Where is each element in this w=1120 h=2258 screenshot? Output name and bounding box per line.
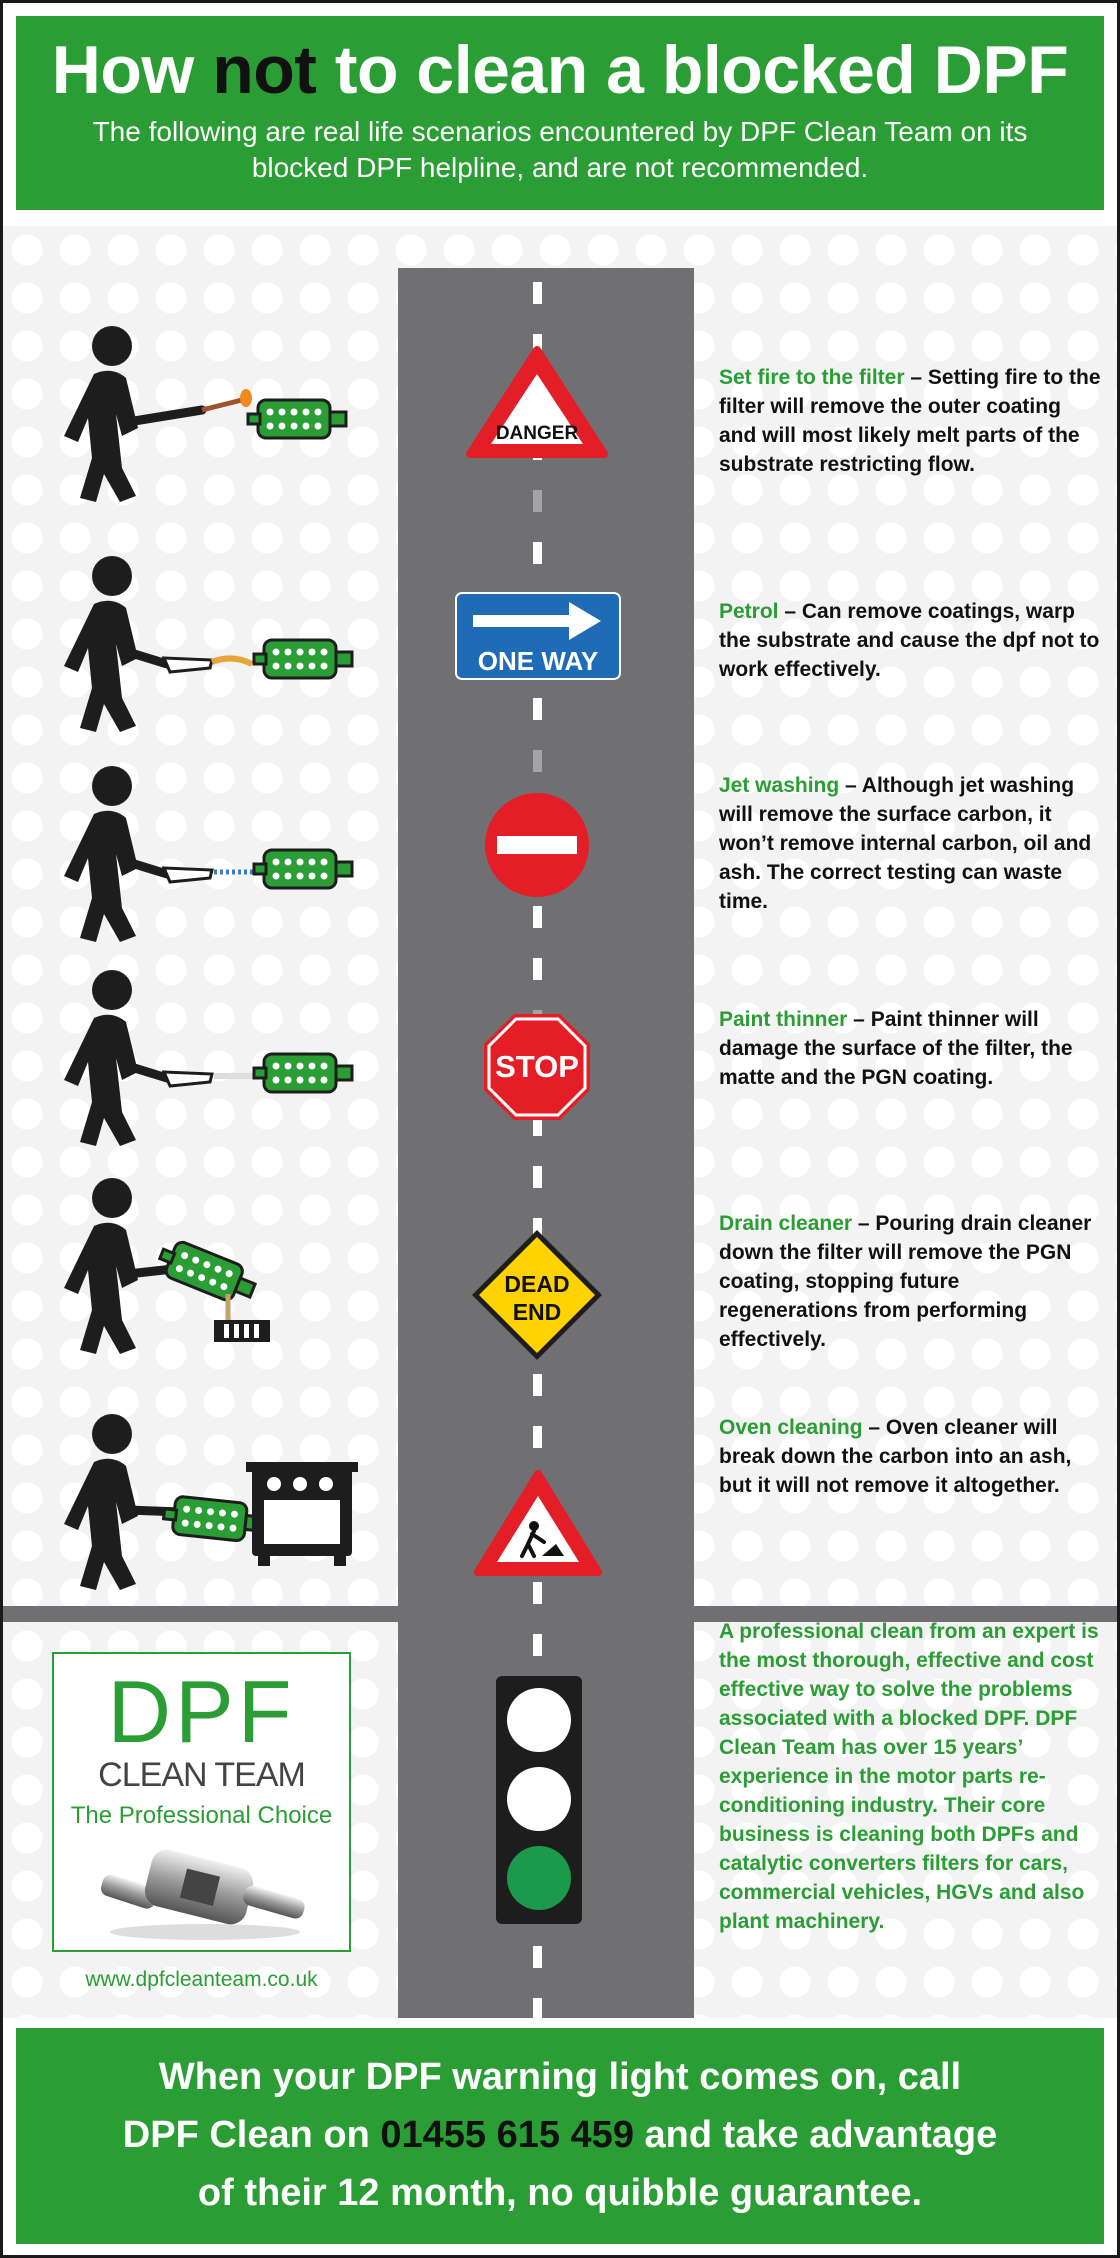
dpf-filter-icon: [246, 398, 348, 440]
lane-dash: [533, 1998, 542, 2020]
lane-dash: [533, 1582, 542, 1604]
stop-sign-label: STOP: [495, 1049, 579, 1084]
no-entry-sign-icon: [485, 793, 589, 897]
scenario-jet-washing: Jet washing – Although jet washing will …: [719, 774, 1092, 913]
lane-dash: [533, 750, 542, 772]
lane-dash: [533, 958, 542, 980]
scenario-illustration: [52, 318, 352, 508]
lane-dash: [533, 1634, 542, 1656]
roadworks-sign-icon: [474, 1470, 602, 1576]
scenario-oven-cleaning: Oven cleaning – Oven cleaner will break …: [719, 1416, 1072, 1497]
page-title: How not to clean a blocked DPF: [51, 32, 1069, 108]
page-subtitle: The following are real life scenarios en…: [92, 116, 1028, 184]
danger-sign-icon: DANGER: [466, 346, 608, 458]
scenario-illustration: [52, 962, 354, 1152]
person-silhouette-icon: [64, 1414, 138, 1590]
lane-dash: [533, 282, 542, 304]
dpf-filter-icon: [252, 1052, 354, 1094]
scenario-illustration: [52, 1170, 352, 1360]
lane-dash: [533, 1166, 542, 1188]
logo-tagline: The Professional Choice: [70, 1802, 333, 1829]
logo-clean-team-text: CLEAN TEAM: [98, 1756, 306, 1794]
lane-dash: [533, 1218, 542, 1240]
traffic-light-green-lamp: [507, 1846, 571, 1910]
footer-line-3: of their 12 month, no quibble guarantee.: [197, 2172, 923, 2215]
header-banner: How not to clean a blocked DPF The follo…: [16, 16, 1104, 210]
footer-line-2: DPF Clean on 01455 615 459 and take adva…: [122, 2114, 998, 2157]
person-silhouette-icon: [64, 1178, 138, 1354]
website-url[interactable]: www.dpfcleanteam.co.uk: [85, 1968, 318, 1991]
dpf-filter-icon: [252, 638, 354, 680]
scenario-illustration: [52, 1406, 358, 1596]
oven-icon: [246, 1462, 358, 1566]
danger-sign-label: DANGER: [496, 423, 579, 444]
lane-dash: [533, 1426, 542, 1448]
drain-grate-icon: [214, 1320, 270, 1342]
scenario-illustration: [52, 758, 354, 948]
logo-dpf-text: DPF: [107, 1662, 296, 1761]
lane-dash: [533, 334, 542, 356]
lane-dash: [533, 490, 542, 512]
dpf-filter-icon: [252, 848, 354, 890]
person-silhouette-icon: [64, 766, 138, 942]
traffic-light-top-lamp: [507, 1688, 571, 1752]
footer-banner: When your DPF warning light comes on, ca…: [16, 2028, 1104, 2244]
dead-end-sign-line1: DEAD: [504, 1271, 569, 1297]
one-way-sign-icon: ONE WAY: [455, 592, 621, 680]
stop-sign-icon: STOP: [484, 1014, 590, 1120]
person-silhouette-icon: [64, 970, 138, 1146]
scenario-illustration: [52, 548, 354, 738]
dpf-filter-icon: [161, 1495, 264, 1543]
company-logo: DPF CLEAN TEAM The Professional Choice: [52, 1652, 351, 1952]
lane-dash: [533, 542, 542, 564]
lane-dash: [533, 1374, 542, 1396]
dead-end-sign-icon: DEAD END: [472, 1230, 602, 1360]
traffic-light-middle-lamp: [507, 1767, 571, 1831]
title-emphasis: not: [212, 32, 317, 108]
person-silhouette-icon: [64, 326, 138, 502]
one-way-sign-label: ONE WAY: [478, 646, 598, 676]
lane-dash: [533, 698, 542, 720]
scenario-petrol: Petrol – Can remove coatings, warp the s…: [719, 600, 1100, 681]
traffic-light-icon: [496, 1676, 582, 1924]
dead-end-sign-line2: END: [513, 1299, 562, 1325]
scenario-paint-thinner: Paint thinner – Paint thinner will damag…: [719, 1008, 1073, 1089]
lane-dash: [533, 1946, 542, 1968]
phone-number[interactable]: 01455 615 459: [380, 2114, 634, 2157]
scenario-drain-cleaner: Drain cleaner – Pouring drain cleaner do…: [719, 1212, 1092, 1351]
lane-dash: [533, 1114, 542, 1136]
footer-line-1: When your DPF warning light comes on, ca…: [158, 2056, 962, 2098]
dpf-part-icon: [100, 1849, 305, 1940]
lane-dash: [533, 906, 542, 928]
person-silhouette-icon: [64, 556, 138, 732]
dpf-filter-icon: [157, 1240, 258, 1302]
scenario-fire: Set fire to the filter – Setting fire to…: [719, 366, 1101, 476]
promo-text: A professional clean from an expert is t…: [719, 1620, 1099, 1933]
